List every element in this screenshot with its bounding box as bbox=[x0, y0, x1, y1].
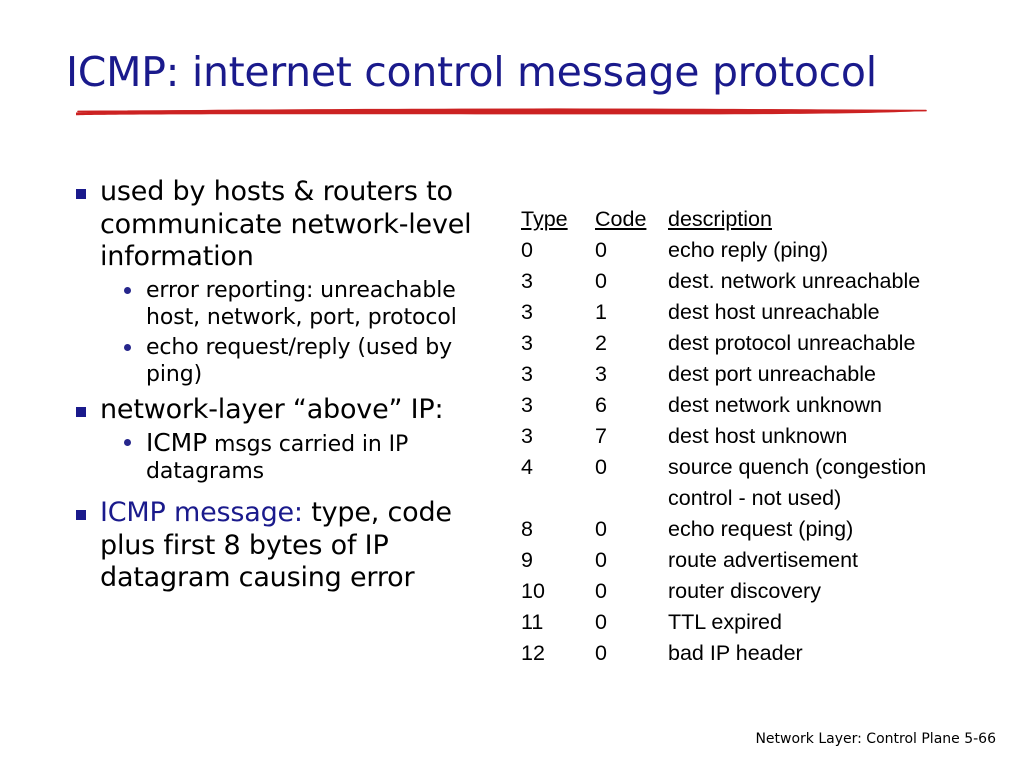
table-row: 3 3 dest port unreachable bbox=[521, 359, 926, 390]
cell-type: 4 bbox=[521, 455, 533, 479]
cell-type: 3 bbox=[521, 393, 533, 417]
cell-type: 3 bbox=[521, 362, 533, 386]
bullet-item-echo-request-reply: echo request/reply (used by ping) bbox=[70, 334, 500, 388]
round-bullet-icon bbox=[124, 439, 131, 446]
cell-description: TTL expired bbox=[668, 610, 782, 634]
bullet-text: echo request/reply (used by ping) bbox=[146, 334, 453, 387]
column-header-code: Code bbox=[595, 207, 647, 231]
cell-code: 7 bbox=[595, 424, 607, 448]
bullet-item-icmp-msgs-carried: ICMP msgs carried in IP datagrams bbox=[70, 429, 500, 485]
bullet-text: network-layer “above” IP: bbox=[100, 393, 444, 425]
cell-description: dest network unknown bbox=[668, 393, 882, 417]
table-row: 3 6 dest network unknown bbox=[521, 390, 926, 421]
bullet-text: used by hosts & routers to communicate n… bbox=[100, 176, 472, 272]
square-bullet-icon bbox=[76, 510, 86, 520]
cell-description: dest port unreachable bbox=[668, 362, 876, 386]
bullet-text: msgs carried in IP datagrams bbox=[146, 432, 409, 484]
cell-description: dest host unknown bbox=[668, 424, 848, 448]
title-underline-decoration bbox=[76, 108, 927, 116]
cell-description: dest. network unreachable bbox=[668, 269, 921, 293]
table-row: 3 0 dest. network unreachable bbox=[521, 266, 926, 297]
cell-code: 0 bbox=[595, 269, 607, 293]
cell-type: 0 bbox=[521, 238, 533, 262]
column-header-description: description bbox=[668, 207, 772, 231]
cell-code: 0 bbox=[595, 610, 607, 634]
cell-type: 3 bbox=[521, 331, 533, 355]
table-row: 9 0 route advertisement bbox=[521, 545, 926, 576]
cell-description: route advertisement bbox=[668, 548, 859, 572]
square-bullet-icon bbox=[76, 406, 86, 417]
column-header-type: Type bbox=[521, 207, 568, 231]
table-row: 0 0 echo reply (ping) bbox=[521, 235, 926, 266]
bullet-item-icmp-message-format: ICMP message: type, code plus first 8 by… bbox=[70, 497, 500, 595]
round-bullet-icon bbox=[124, 343, 131, 351]
table-row: 4 0 source quench (congestion control - no… bbox=[521, 452, 926, 514]
cell-type: 10 bbox=[521, 579, 545, 603]
bullet-text-caps: ICMP bbox=[146, 428, 208, 457]
bullet-item-network-layer-above-ip: network-layer “above” IP: bbox=[70, 394, 500, 427]
cell-description: router discovery bbox=[668, 579, 821, 603]
cell-code: 0 bbox=[595, 455, 607, 479]
table-row: 3 7 dest host unknown bbox=[521, 421, 926, 452]
cell-type: 11 bbox=[521, 610, 544, 634]
cell-description: echo request (ping) bbox=[668, 517, 854, 541]
cell-code: 6 bbox=[595, 393, 607, 417]
cell-description: source quench (congestion control - not … bbox=[668, 455, 927, 510]
bullet-text: type, code plus first 8 bytes of IP data… bbox=[100, 497, 452, 593]
bullet-item-used-by-hosts: used by hosts & routers to communicate n… bbox=[70, 176, 500, 274]
bullet-item-error-reporting: error reporting: unreachable host, netwo… bbox=[70, 277, 500, 331]
table-row: 11 0 TTL expired bbox=[521, 607, 926, 638]
cell-code: 1 bbox=[595, 300, 607, 324]
cell-type: 3 bbox=[521, 269, 533, 293]
cell-code: 0 bbox=[595, 579, 607, 603]
bullet-text-accent: ICMP message: bbox=[100, 497, 303, 528]
cell-code: 0 bbox=[595, 548, 607, 572]
cell-type: 8 bbox=[521, 517, 533, 541]
square-bullet-icon bbox=[76, 189, 86, 199]
cell-code: 2 bbox=[595, 331, 607, 355]
round-bullet-icon bbox=[124, 286, 131, 294]
cell-type: 3 bbox=[521, 424, 533, 448]
cell-type: 9 bbox=[521, 548, 533, 572]
cell-code: 3 bbox=[595, 362, 607, 386]
slide-footer: Network Layer: Control Plane 5-66 bbox=[755, 731, 996, 747]
cell-description: echo reply (ping) bbox=[668, 238, 829, 262]
cell-description: dest protocol unreachable bbox=[668, 331, 916, 355]
cell-type: 12 bbox=[521, 641, 545, 665]
cell-code: 0 bbox=[595, 517, 607, 541]
cell-code: 0 bbox=[595, 641, 607, 665]
page-title: ICMP: internet control message protocol bbox=[66, 48, 877, 96]
table-row: 12 0 bad IP header bbox=[521, 638, 926, 669]
cell-type: 3 bbox=[521, 300, 533, 324]
cell-code: 0 bbox=[595, 238, 607, 262]
cell-description: bad IP header bbox=[668, 641, 803, 665]
table-row: 8 0 echo request (ping) bbox=[521, 514, 926, 545]
cell-description: dest host unreachable bbox=[668, 300, 880, 324]
bullet-list: used by hosts & routers to communicate n… bbox=[70, 176, 500, 597]
table-row: 10 0 router discovery bbox=[521, 576, 926, 607]
table-header-row: Type Code description bbox=[521, 204, 926, 235]
bullet-text: error reporting: unreachable host, netwo… bbox=[146, 277, 457, 330]
table-row: 3 2 dest protocol unreachable bbox=[521, 328, 926, 359]
table-row: 3 1 dest host unreachable bbox=[521, 297, 926, 328]
